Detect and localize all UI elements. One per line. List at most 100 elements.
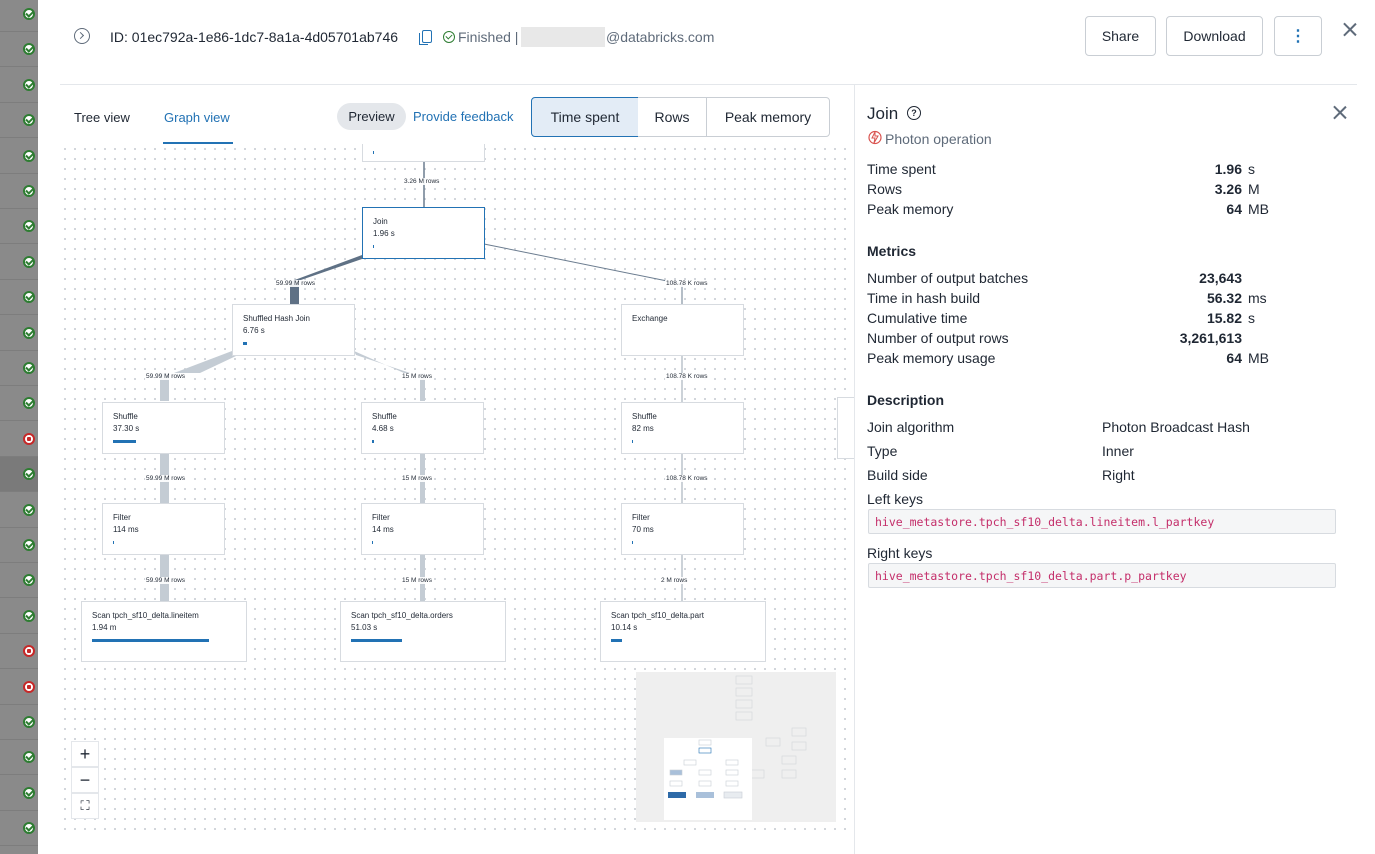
- backdrop-query-row: [0, 209, 38, 245]
- more-options-button[interactable]: ⋮: [1274, 16, 1322, 56]
- node-value: 10.14 s: [611, 623, 638, 632]
- node-value: 14 ms: [372, 525, 394, 534]
- backdrop-query-row: [0, 634, 38, 670]
- node-title: Shuffle: [632, 412, 657, 421]
- node-time-bar: [92, 639, 209, 642]
- close-panel-icon[interactable]: [1333, 105, 1345, 117]
- backdrop-query-row: [0, 32, 38, 68]
- graph-node[interactable]: [362, 144, 485, 162]
- edge-label: 59.99 M rows: [145, 373, 187, 380]
- graph-node-exchange[interactable]: Exchange: [621, 304, 744, 356]
- edge-shj-shuffle2: [354, 351, 410, 373]
- failed-status-icon: [23, 432, 35, 445]
- metric-value: 56.32: [1206, 290, 1242, 306]
- node-time-bar: [243, 342, 247, 345]
- node-title: Exchange: [632, 314, 668, 323]
- backdrop-query-row: [0, 245, 38, 280]
- panel-title: Join: [867, 104, 899, 123]
- metric-rows-button[interactable]: Rows: [638, 97, 707, 137]
- node-time-bar: [611, 639, 622, 642]
- graph-minimap[interactable]: [636, 672, 836, 822]
- edge-label: 15 M rows: [401, 577, 433, 584]
- download-button[interactable]: Download: [1166, 16, 1263, 56]
- zoom-in-button[interactable]: +: [71, 741, 99, 767]
- left-keys-label: Left keys: [867, 491, 924, 507]
- metric-value: 1.96: [1214, 161, 1242, 177]
- backdrop-query-list: [0, 0, 38, 854]
- graph-node-join[interactable]: Join 1.96 s: [362, 207, 485, 259]
- edge-label: 2 M rows: [660, 577, 689, 584]
- preview-badge: Preview: [337, 103, 406, 130]
- expand-icon[interactable]: [74, 28, 90, 44]
- node-value: 1.96 s: [373, 229, 395, 238]
- minimap-viewport[interactable]: [664, 738, 752, 820]
- backdrop-query-row: [0, 599, 38, 634]
- metric-value: 64: [1226, 201, 1242, 217]
- node-time-bar: [113, 440, 136, 443]
- graph-node-scan-lineitem[interactable]: Scan tpch_sf10_delta.lineitem 1.94 m: [81, 601, 247, 662]
- metric-unit: s: [1248, 161, 1255, 177]
- copy-icon[interactable]: [419, 30, 432, 45]
- success-status-icon: [23, 185, 35, 197]
- success-status-icon: [23, 716, 35, 728]
- fit-view-icon[interactable]: ⛶: [71, 793, 99, 819]
- close-modal-icon[interactable]: [1343, 22, 1357, 36]
- node-time-bar: [373, 245, 374, 248]
- metric-label: Number of output batches: [867, 270, 1029, 286]
- node-value: 51.03 s: [351, 623, 378, 632]
- backdrop-query-row: [0, 740, 38, 776]
- edge-label: 59.99 M rows: [145, 475, 187, 482]
- edge-join-shj: [292, 255, 362, 281]
- backdrop-query-row: [0, 139, 38, 174]
- metric-label: Time in hash build: [867, 290, 981, 306]
- success-status-icon: [23, 255, 35, 268]
- graph-node-scan-orders[interactable]: Scan tpch_sf10_delta.orders 51.03 s: [340, 601, 506, 662]
- graph-node-scan-part[interactable]: Scan tpch_sf10_delta.part 10.14 s: [600, 601, 766, 662]
- graph-node-shuffle[interactable]: Shuffle 4.68 s: [361, 402, 484, 454]
- edge-label: 15 M rows: [401, 373, 433, 380]
- node-value: 82 ms: [632, 424, 654, 433]
- backdrop-query-row: [0, 457, 38, 493]
- edge-shj-shuffle2-stem: [420, 373, 425, 401]
- right-keys-label: Right keys: [867, 545, 933, 561]
- metric-label: Build side: [867, 467, 928, 483]
- tab-graph-view[interactable]: Graph view: [164, 110, 230, 125]
- panel-divider: [854, 85, 855, 854]
- backdrop-query-row: [0, 563, 38, 599]
- graph-node-filter[interactable]: Filter 14 ms: [361, 503, 484, 555]
- success-status-icon: [23, 503, 35, 516]
- node-value: 114 ms: [113, 525, 139, 534]
- share-button[interactable]: Share: [1085, 16, 1156, 56]
- provide-feedback-link[interactable]: Provide feedback: [413, 109, 514, 124]
- edge-label: 15 M rows: [401, 475, 433, 482]
- success-status-icon: [23, 291, 35, 304]
- edge-label: 108.78 K rows: [665, 475, 709, 482]
- node-title: Join: [373, 217, 388, 226]
- help-icon[interactable]: ?: [907, 106, 921, 120]
- graph-node-shuffle[interactable]: Shuffle 37.30 s: [102, 402, 225, 454]
- graph-node-filter[interactable]: Filter 70 ms: [621, 503, 744, 555]
- right-keys-value[interactable]: hive_metastore.tpch_sf10_delta.part.p_pa…: [868, 563, 1336, 588]
- graph-node-shuffled-hash-join[interactable]: Shuffled Hash Join 6.76 s: [232, 304, 355, 356]
- zoom-out-button[interactable]: −: [71, 767, 99, 793]
- query-profile-modal: ID: 01ec792a-1e86-1dc7-8a1a-4d05701ab746…: [38, 0, 1375, 854]
- success-status-icon: [23, 468, 35, 481]
- node-value: 1.94 m: [92, 623, 117, 632]
- metric-time-spent-button[interactable]: Time spent: [531, 97, 639, 137]
- node-title: Scan tpch_sf10_delta.lineitem: [92, 611, 199, 620]
- graph-node-offscreen[interactable]: [837, 397, 854, 459]
- metric-value: Photon Broadcast Hash: [1102, 419, 1250, 435]
- metric-label: Peak memory: [867, 201, 954, 217]
- metric-peak-memory-button[interactable]: Peak memory: [706, 97, 830, 137]
- graph-node-filter[interactable]: Filter 114 ms: [102, 503, 225, 555]
- node-title: Filter: [372, 513, 390, 522]
- edge-shj-shuffle1: [174, 351, 236, 373]
- node-title: Filter: [632, 513, 650, 522]
- node-value: 70 ms: [632, 525, 654, 534]
- backdrop-query-row: [0, 811, 38, 847]
- backdrop-query-row: [0, 422, 38, 457]
- query-status: Finished |: [458, 29, 519, 45]
- tab-tree-view[interactable]: Tree view: [74, 110, 130, 125]
- graph-node-shuffle[interactable]: Shuffle 82 ms: [621, 402, 744, 454]
- left-keys-value[interactable]: hive_metastore.tpch_sf10_delta.lineitem.…: [868, 509, 1336, 534]
